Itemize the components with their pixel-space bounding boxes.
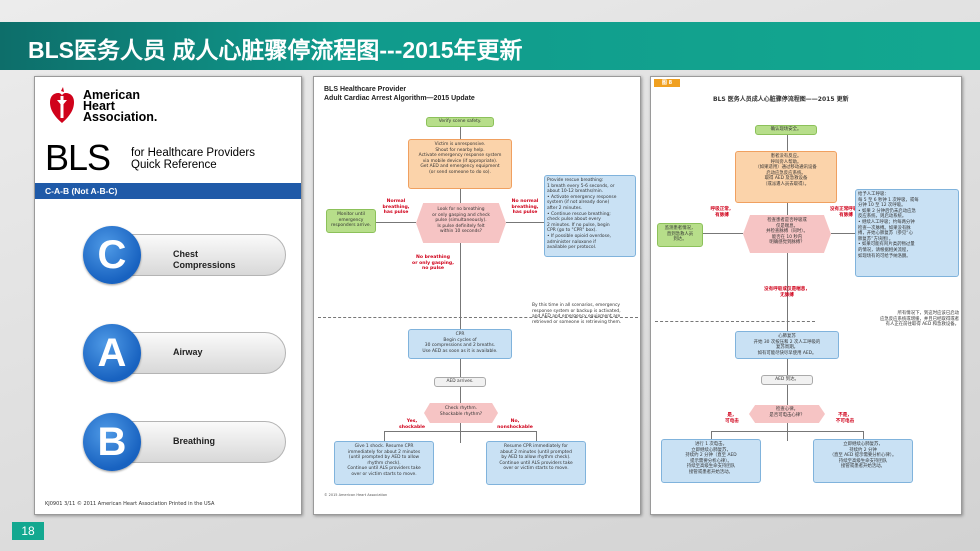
box-cpr: CPR Begin cycles of 30 compressions and … xyxy=(408,329,512,359)
label-shockable: Yes, shockable xyxy=(398,419,426,430)
line-to-rescue xyxy=(506,222,544,223)
box-give-shock: Give 1 shock. Resume CPR immediately for… xyxy=(334,441,434,485)
slide-title: BLS医务人员 成人心脏骤停流程图---2015年更新 xyxy=(28,37,523,63)
box-resume-cpr: Resume CPR immediately for about 2 minut… xyxy=(486,441,586,485)
line-to-monitor xyxy=(376,222,416,223)
flow-main-line xyxy=(460,125,461,443)
bls-heading: BLS xyxy=(45,137,111,178)
box-verify-scene: Verify scene safety. xyxy=(426,117,494,127)
branch-right xyxy=(536,431,537,441)
cab-banner: C-A-B (Not A-B-C) xyxy=(35,183,301,199)
cn-box-shock: 进行 1 次电击。 立即继续心肺复苏， 持续约 2 分钟（直至 AED 提示需要… xyxy=(661,439,761,483)
box-victim-unresponsive: Victim is unresponsive. Shout for nearby… xyxy=(408,139,512,189)
label-c-line-2: Compressions xyxy=(173,260,236,270)
label-breathing: Breathing xyxy=(173,436,216,446)
title-bar: BLS医务人员 成人心脏骤停流程图---2015年更新 xyxy=(0,22,980,70)
bls-quick-reference-card: American Heart Association. BLS for Heal… xyxy=(34,76,302,515)
cn-line-monitor xyxy=(703,233,743,234)
branch-line xyxy=(384,431,536,432)
cn-dashed-divider xyxy=(655,321,815,322)
label-normal-breathing: Normal breathing, has pulse xyxy=(382,199,410,216)
box-aed-arrives: AED arrives. xyxy=(434,377,486,387)
cn-label-no-normal: 没有正常呼吸， 有脉搏 xyxy=(829,207,863,218)
cn-box-cpr: 心肺复苏 开始 30 次按压和 2 次人工呼吸的 复苏周期。 如有可能尽快尽早使… xyxy=(735,331,839,359)
cn-label-yes: 是， 可电击 xyxy=(725,413,739,424)
cn-branch-line xyxy=(711,431,863,432)
bls-sub-line-1: for Healthcare Providers xyxy=(131,147,255,159)
figure-tag: 图 8 xyxy=(654,79,680,87)
aha-line-3: Association. xyxy=(83,110,158,124)
box-monitor: Monitor until emergency responders arriv… xyxy=(326,209,376,233)
cn-box-resume: 立即继续心肺复苏， 持续约 2 分钟 （直至 AED 提示需要分析心律）。 持续… xyxy=(813,439,913,483)
cn-hex-check-rhythm: 检查心律。 是否可电击心律？ xyxy=(749,405,825,423)
letter-circle-c: C xyxy=(83,226,141,284)
label-no-normal-breathing: No normal breathing, has pulse xyxy=(511,199,539,216)
algorithm-title-line-1: BLS Healthcare Provider xyxy=(324,86,407,93)
aha-line-1: American xyxy=(83,88,140,102)
cn-note-by-this-time: 所有情况下，到这时应该已启动 应急反应系统或增援，并且已经取得或者 有人正在前往… xyxy=(879,311,959,328)
hex-check-pulse: Look for no breathing or only gasping an… xyxy=(416,203,506,243)
chinese-algorithm-card: 图 8 BLS 医务人员成人心脏骤停流程图——2015 更新 确认现场安全。 患… xyxy=(650,76,962,515)
bls-subheading: for Healthcare Providers Quick Reference xyxy=(131,147,255,171)
label-nonshockable: No, nonshockable xyxy=(497,419,533,430)
english-algorithm-card: BLS Healthcare Provider Adult Cardiac Ar… xyxy=(313,76,641,515)
note-by-this-time: By this time in all scenarios, emergency… xyxy=(532,303,622,325)
card1-footer: KJ0901 3/11 © 2011 American Heart Associ… xyxy=(45,501,215,507)
letter-circle-b: B xyxy=(83,413,141,471)
cn-box-rescue: 给予人工呼吸： 每 5 至 6 秒钟 1 次呼吸，或每 分钟 10 至 12 次… xyxy=(855,189,959,277)
cn-hex-check-pulse: 检查患者是否呼吸或 仅是喘息， 并检查脉搏（同时）。 能否在 10 秒内 明确感… xyxy=(743,215,831,253)
cn-line-rescue xyxy=(831,233,855,234)
label-airway: Airway xyxy=(173,347,203,357)
label-chest-compressions: Chest Compressions xyxy=(173,249,236,271)
cn-box-verify: 确认现场安全。 xyxy=(755,125,817,135)
box-rescue-breathing: Provide rescue breathing: 1 breath every… xyxy=(544,175,636,257)
cn-box-victim: 患者没有反应。 呼叫旁人帮助。 （如果适用）通过移动通讯设备 启动应急反应系统。… xyxy=(735,151,837,203)
cn-flow-main-line xyxy=(787,131,788,441)
branch-left xyxy=(384,431,385,441)
hex-check-rhythm: Check rhythm. Shockable rhythm? xyxy=(424,403,498,423)
cn-label-normal: 呼吸正常， 有脉搏 xyxy=(710,207,734,218)
bls-sub-line-2: Quick Reference xyxy=(131,159,217,171)
heart-torch-logo-icon xyxy=(50,87,74,123)
cn-branch-right xyxy=(863,431,864,439)
cn-box-monitor: 监测患者情况， 直到急救人员 到达。 xyxy=(657,223,703,247)
dashed-divider xyxy=(318,317,638,318)
chinese-algorithm-title: BLS 医务人员成人心脏骤停流程图——2015 更新 xyxy=(713,96,849,103)
label-no-breathing: No breathing or only gasping, no pulse xyxy=(412,255,454,272)
aha-wordmark: American Heart Association. xyxy=(83,88,158,124)
algorithm-title-line-2: Adult Cardiac Arrest Algorithm—2015 Upda… xyxy=(324,95,475,102)
letter-circle-a: A xyxy=(83,324,141,382)
cn-label-no-breathing: 没有呼吸或仅是喘息， 无脉搏 xyxy=(764,287,810,298)
card2-copyright: © 2015 American Heart Association xyxy=(324,493,388,497)
cn-label-no: 不是， 不可电击 xyxy=(835,413,855,424)
cn-branch-left xyxy=(711,431,712,439)
page-number-badge: 18 xyxy=(12,522,44,540)
cn-box-aed: AED 到达。 xyxy=(761,375,813,385)
aha-line-2: Heart xyxy=(83,99,115,113)
label-c-line-1: Chest xyxy=(173,249,199,259)
